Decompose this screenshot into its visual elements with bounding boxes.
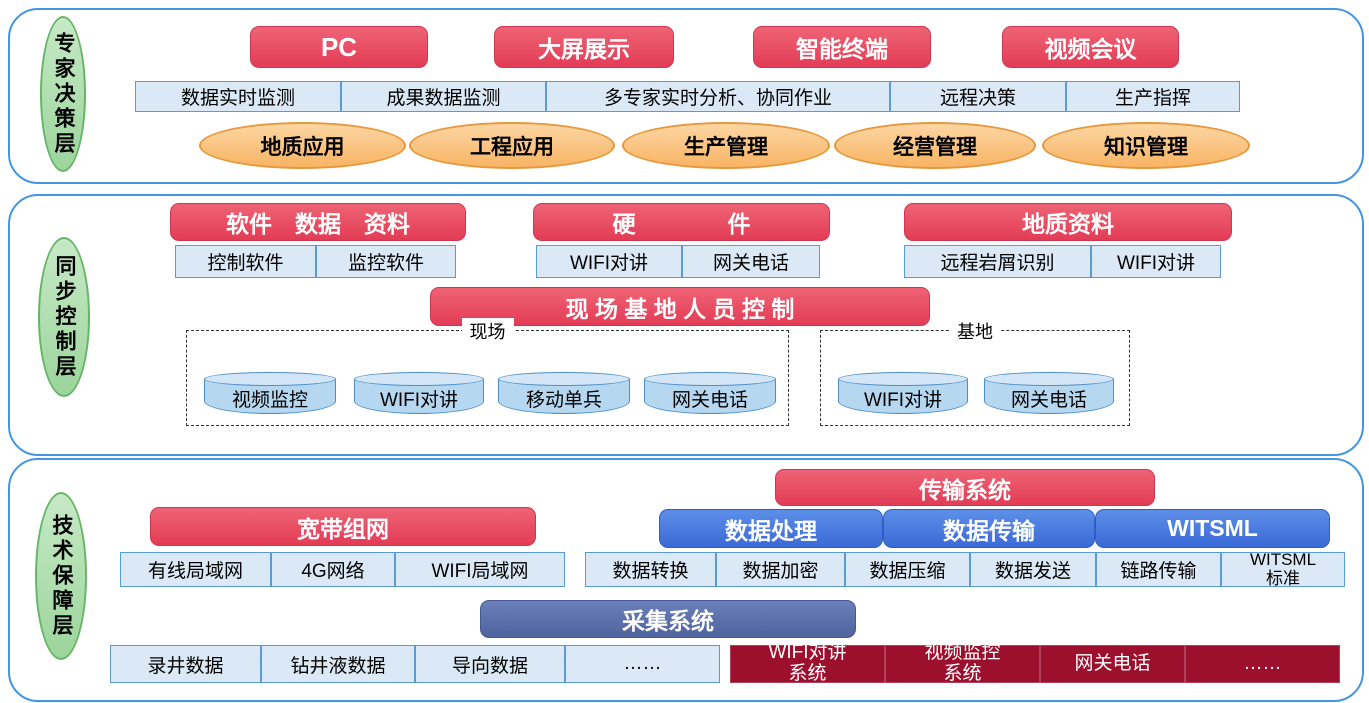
collection-cell: 钻井液数据 (261, 645, 415, 683)
cylinder-top (838, 372, 968, 386)
base-label: 基地 (949, 318, 1001, 344)
system-cell: …… (1185, 645, 1340, 683)
device-video-conference: 视频会议 (1002, 26, 1179, 68)
cylinder-top (498, 372, 630, 386)
base-cylinder-gateway: 网关电话 (984, 372, 1114, 414)
data-cell: WITSML 标准 (1221, 550, 1345, 587)
data-cell: 数据发送 (970, 552, 1096, 587)
group-item-cell: 监控软件 (316, 245, 456, 278)
function-cell: 成果数据监测 (341, 81, 546, 112)
data-cell: 数据加密 (716, 552, 845, 587)
witsml-button: WITSML (1095, 509, 1330, 548)
personnel-control-bar: 现 场 基 地 人 员 控 制 (430, 287, 930, 326)
group-header-software: 软件 数据 资料 (170, 203, 466, 241)
system-cell: 网关电话 (1040, 645, 1185, 683)
application-ellipse: 工程应用 (409, 122, 615, 169)
group-item-cell: 网关电话 (682, 245, 820, 278)
site-cylinder-wifi: WIFI对讲 (354, 372, 484, 414)
cylinder-top (204, 372, 336, 386)
group-item-cell: 控制软件 (175, 245, 316, 278)
group-header-geology: 地质资料 (904, 203, 1232, 241)
data-cell: 链路传输 (1096, 552, 1221, 587)
application-ellipse: 生产管理 (622, 122, 830, 169)
system-cell: 视频监控 系统 (885, 642, 1040, 684)
data-processing-button: 数据处理 (659, 509, 883, 548)
device-pc: PC (250, 26, 428, 68)
site-cylinder-mobile: 移动单兵 (498, 372, 630, 414)
cylinder-label: 网关电话 (1010, 389, 1087, 411)
function-cell: 多专家实时分析、协同作业 (546, 81, 890, 112)
data-cell: 数据转换 (585, 552, 716, 587)
site-dashed-box: 现场 (186, 318, 789, 426)
sync-layer-label: 同步控制层 (38, 237, 90, 397)
device-big-screen: 大屏展示 (494, 26, 674, 68)
site-cylinder-video: 视频监控 (204, 372, 336, 414)
cylinder-top (644, 372, 776, 386)
application-ellipse: 经营管理 (834, 122, 1036, 169)
network-cell: 4G网络 (271, 552, 395, 587)
function-cell: 远程决策 (890, 81, 1066, 112)
collection-cell: …… (565, 645, 720, 683)
network-cell: 有线局域网 (120, 552, 271, 587)
application-ellipse: 地质应用 (199, 122, 406, 169)
cylinder-top (984, 372, 1114, 386)
cylinder-label: 移动单兵 (525, 389, 602, 411)
cylinder-top (354, 372, 484, 386)
cylinder-label: 网关电话 (671, 389, 748, 411)
group-item-cell: 远程岩屑识别 (904, 245, 1091, 278)
collection-cell: 导向数据 (415, 645, 565, 683)
transmission-system-header: 传输系统 (775, 469, 1155, 506)
tech-layer-label: 技术保障层 (35, 492, 87, 660)
collection-system-header: 采集系统 (480, 600, 856, 638)
site-label: 现场 (461, 318, 514, 344)
cylinder-label: WIFI对讲 (379, 389, 459, 411)
function-cell: 生产指挥 (1066, 81, 1240, 112)
device-smart-terminal: 智能终端 (753, 26, 931, 68)
site-cylinder-gateway: 网关电话 (644, 372, 776, 414)
function-cell: 数据实时监测 (135, 81, 341, 112)
cylinder-label: WIFI对讲 (863, 389, 943, 411)
application-ellipse: 知识管理 (1042, 122, 1250, 169)
base-dashed-box: 基地 (820, 318, 1130, 426)
network-cell: WIFI局域网 (395, 552, 565, 587)
base-cylinder-wifi: WIFI对讲 (838, 372, 968, 414)
group-item-cell: WIFI对讲 (1091, 245, 1221, 278)
collection-cell: 录井数据 (110, 645, 261, 683)
expert-layer-label: 专家决策层 (40, 16, 86, 172)
data-cell: 数据压缩 (845, 552, 970, 587)
broadband-network-header: 宽带组网 (150, 507, 536, 546)
group-header-hardware: 硬 件 (533, 203, 830, 241)
system-cell: WIFI对讲 系统 (730, 642, 885, 684)
group-item-cell: WIFI对讲 (536, 245, 682, 278)
cylinder-label: 视频监控 (231, 389, 308, 411)
data-transmission-button: 数据传输 (883, 509, 1095, 548)
